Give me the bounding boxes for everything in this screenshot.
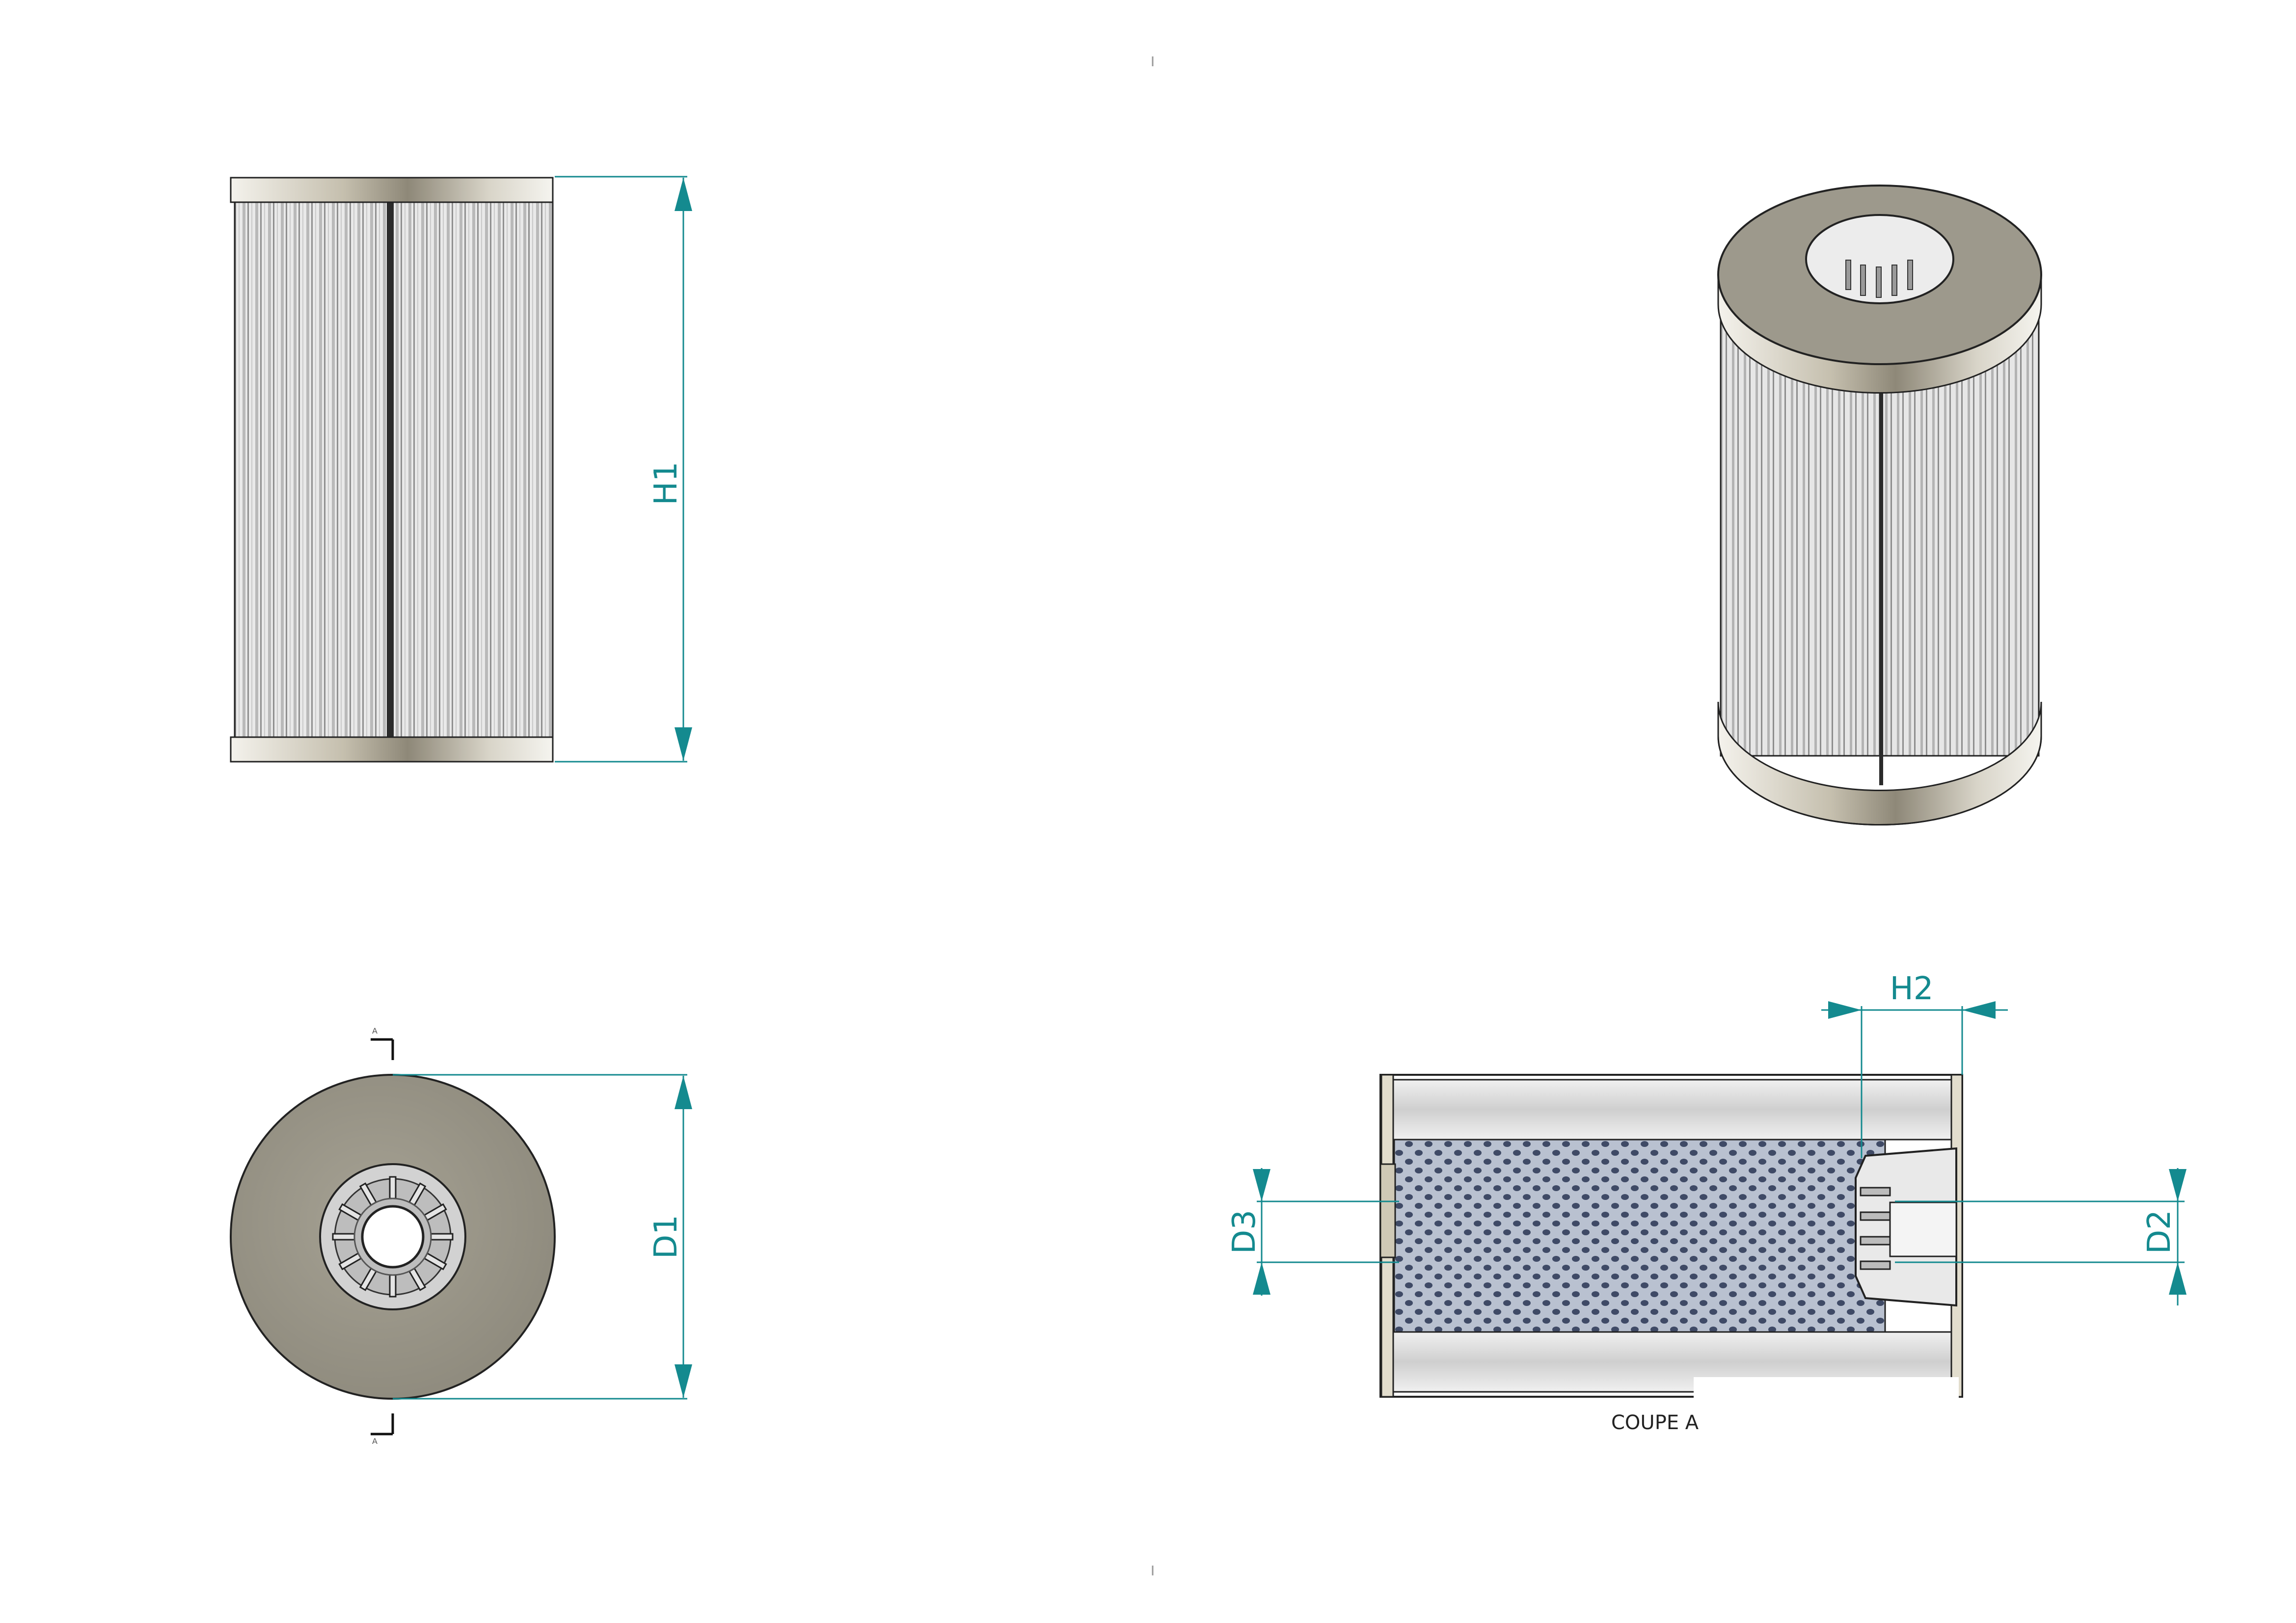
front-bottom-cap [230,736,554,763]
top-view-center-hole [361,1205,425,1269]
section-caption: COUPE A [1611,1411,1699,1434]
section-marker-top-label: A [372,1026,378,1036]
isometric-view [1717,185,2042,826]
section-fitting-ribs [1860,1187,1891,1270]
section-top-band [1391,1079,1952,1141]
front-top-cap [230,177,554,203]
section-view: COUPE A [1379,1074,1963,1465]
section-mask [1694,1377,1959,1465]
iso-bore-ribs [1845,260,1913,298]
section-marker-bottom-label: A [372,1437,378,1446]
section-perforated-core [1393,1139,1886,1333]
d3-dimension: D3 [1226,1168,1399,1296]
h2-label: H2 [1890,971,1934,1007]
front-center-seam [387,200,394,741]
h1-dimension: H1 [555,176,692,763]
top-view [230,1074,556,1400]
iso-center-seam [1879,344,1883,785]
h1-label: H1 [648,462,684,506]
section-marker-bottom: A [371,1413,394,1446]
d1-label: D1 [648,1215,684,1259]
section-marker-top: A [371,1026,394,1060]
iso-center-bore [1805,214,1954,304]
h2-dimension: H2 [1821,971,2008,1158]
d2-dimension: D2 [1895,1168,2187,1305]
d2-label: D2 [2141,1210,2178,1254]
d1-dimension: D1 [393,1074,692,1400]
d3-label: D3 [1226,1210,1263,1254]
front-view [230,177,554,763]
